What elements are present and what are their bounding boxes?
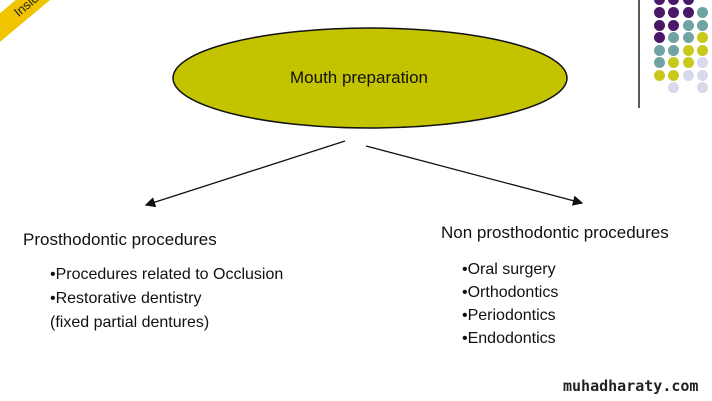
dot xyxy=(654,57,665,68)
dot xyxy=(668,0,679,5)
arrow-right xyxy=(365,145,584,206)
dot xyxy=(654,19,665,31)
dot xyxy=(668,32,679,43)
right-list: •Oral surgery •Orthodontics •Periodontic… xyxy=(462,258,558,350)
dot xyxy=(683,44,694,56)
dot xyxy=(654,44,665,56)
dot xyxy=(683,7,694,18)
dot xyxy=(668,44,679,56)
list-item: •Oral surgery xyxy=(462,261,556,278)
left-list: •Procedures related to Occlusion •Restor… xyxy=(50,263,283,335)
left-title: Prosthodontic procedures xyxy=(23,230,217,249)
arrow-left xyxy=(144,140,346,208)
dot xyxy=(683,69,694,81)
dot xyxy=(668,19,679,31)
dot xyxy=(683,0,694,5)
dot xyxy=(668,69,679,81)
list-item: (fixed partial dentures) xyxy=(50,314,210,331)
list-item: •Orthodontics xyxy=(462,284,559,301)
list-item: •Restorative dentistry xyxy=(50,290,202,307)
list-item: •Periodontics xyxy=(462,307,556,324)
center-label: Mouth preparation xyxy=(290,68,428,87)
list-item: •Procedures related to Occlusion xyxy=(50,266,284,283)
dot xyxy=(668,7,679,18)
list-item: •Endodontics xyxy=(462,330,556,347)
dot xyxy=(697,57,708,68)
dot xyxy=(697,69,708,81)
dot xyxy=(668,82,679,93)
dot xyxy=(683,19,694,31)
dot xyxy=(697,32,708,43)
dot xyxy=(697,82,708,93)
dot xyxy=(654,69,665,81)
dot xyxy=(697,19,708,31)
dot xyxy=(683,57,694,68)
dot xyxy=(697,44,708,56)
dot xyxy=(668,57,679,68)
dot xyxy=(683,32,694,43)
watermark: muhadharaty.com xyxy=(563,377,699,395)
center-ellipse xyxy=(172,27,568,129)
dot xyxy=(697,7,708,18)
right-title: Non prosthodontic procedures xyxy=(441,223,669,242)
dot xyxy=(654,32,665,43)
dot xyxy=(654,7,665,18)
dot xyxy=(654,0,665,5)
